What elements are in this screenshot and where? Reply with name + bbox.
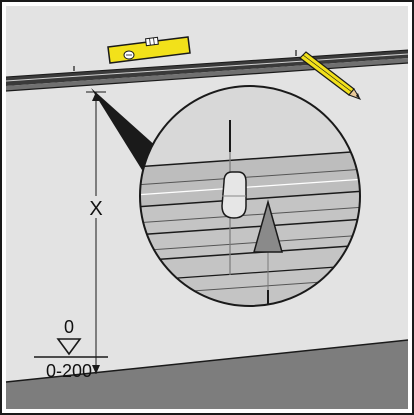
dimension-line [86, 91, 106, 374]
reference-zero-label: 0 [64, 317, 74, 337]
spirit-level-icon [107, 36, 191, 64]
pencil-icon [299, 51, 362, 100]
floor [6, 340, 408, 409]
dimension-label: X [89, 198, 102, 220]
magnifier-pointer [91, 88, 158, 170]
dimension-label-bg [84, 196, 108, 218]
triangle-down-icon [56, 338, 82, 356]
tolerance-label: 0-200 [46, 361, 92, 381]
floor-edge [5, 339, 409, 383]
